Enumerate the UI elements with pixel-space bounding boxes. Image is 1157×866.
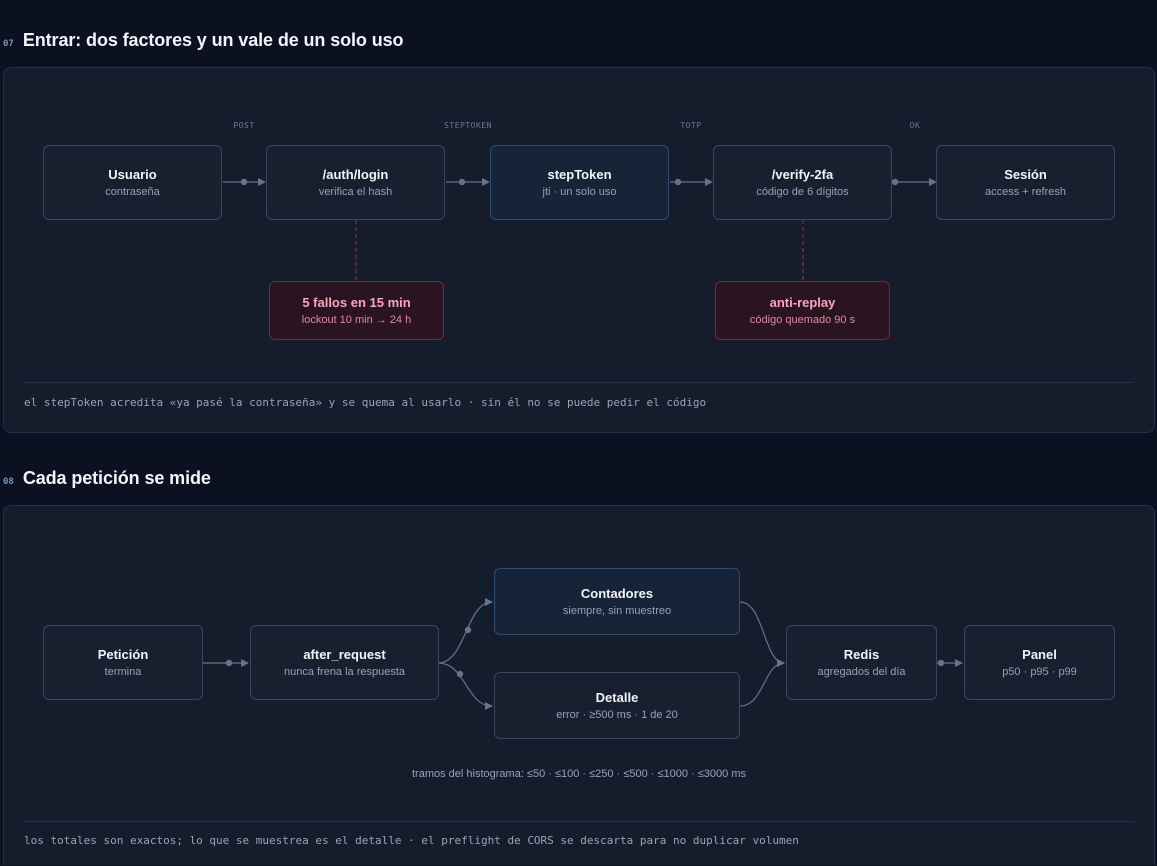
section-title: Cada petición se mide [22,468,211,488]
node-title: Redis [843,647,880,662]
section-07-header: 07 Entrar: dos factores y un vale de un … [3,30,404,51]
edge-dot [464,626,472,634]
caption-divider [24,821,1134,822]
node-subtitle: siempre, sin muestreo [562,605,672,617]
section-number: 08 [3,477,14,487]
node-anti-replay-warning: anti-replay código quemado 90 s [715,281,890,340]
node-peticion: Petición termina [43,625,203,700]
node-subtitle: jti · un solo uso [542,186,617,198]
edge-after-contadores [437,598,493,664]
node-sesion: Sesión access + refresh [936,145,1115,220]
node-subtitle: p50 · p95 · p99 [1002,666,1077,678]
node-subtitle: access + refresh [984,186,1066,198]
node-detalle: Detalle error · ≥500 ms · 1 de 20 [494,672,740,739]
edge-contadores-redis [739,601,785,667]
node-usuario: Usuario contraseña [43,145,222,220]
node-verify-2fa: /verify-2fa código de 6 dígitos [713,145,892,220]
node-subtitle: nunca frena la respuesta [283,666,406,678]
section-number: 07 [3,39,14,49]
node-subtitle: verifica el hash [318,186,393,198]
edge-after-detalle [437,662,493,710]
node-title: Usuario [108,167,157,182]
diagram-caption: los totales son exactos; lo que se muest… [24,834,799,847]
node-subtitle: código de 6 dígitos [756,186,849,198]
edge-dot [891,178,899,186]
node-lockout-warning: 5 fallos en 15 min lockout 10 min → 24 h [269,281,444,340]
node-subtitle: código quemado 90 s [749,314,856,326]
section-08-header: 08 Cada petición se mide [3,468,211,489]
login-flow-connectors [223,178,937,280]
section-title: Entrar: dos factores y un vale de un sol… [22,30,404,50]
node-title: Sesión [1004,167,1047,182]
node-title: /verify-2fa [771,167,834,182]
node-title: Panel [1022,647,1057,662]
node-title: /auth/login [322,167,389,182]
histogram-note: tramos del histograma: ≤50 · ≤100 · ≤250… [412,768,746,780]
node-title: Detalle [595,690,639,705]
node-title: Petición [97,647,149,662]
login-flow-diagram: POST STEPTOKEN TOTP OK Usuario contraseñ… [3,67,1155,433]
node-steptoken: stepToken jti · un solo uso [490,145,669,220]
node-subtitle: termina [104,666,142,678]
edge-detalle-redis [739,659,785,707]
node-subtitle: contraseña [105,186,160,198]
edge-label-post: POST [233,121,255,130]
node-contadores: Contadores siempre, sin muestreo [494,568,740,635]
edge-label-steptoken: STEPTOKEN [444,121,492,130]
edge-dot [456,670,464,678]
node-subtitle: agregados del día [817,666,906,678]
diagram-caption: el stepToken acredita «ya pasé la contra… [24,396,707,409]
caption-divider [24,382,1134,383]
edge-dot [937,659,945,667]
edge-dot [674,178,682,186]
node-panel: Panel p50 · p95 · p99 [964,625,1115,700]
node-title: 5 fallos en 15 min [302,295,411,310]
node-after-request: after_request nunca frena la respuesta [250,625,439,700]
node-redis: Redis agregados del día [786,625,937,700]
edge-label-ok: OK [909,121,921,130]
node-title: Contadores [580,586,654,601]
metrics-flow-connectors [203,598,963,710]
node-title: stepToken [547,167,612,182]
node-subtitle: lockout 10 min → 24 h [301,314,412,326]
edge-label-totp: TOTP [680,121,702,130]
node-subtitle: error · ≥500 ms · 1 de 20 [556,709,678,721]
node-title: after_request [303,647,386,662]
metrics-flow-diagram: Petición termina after_request nunca fre… [3,505,1155,865]
node-title: anti-replay [769,295,836,310]
edge-dot [458,178,466,186]
node-auth-login: /auth/login verifica el hash [266,145,445,220]
edge-dot [240,178,248,186]
edge-dot [225,659,233,667]
